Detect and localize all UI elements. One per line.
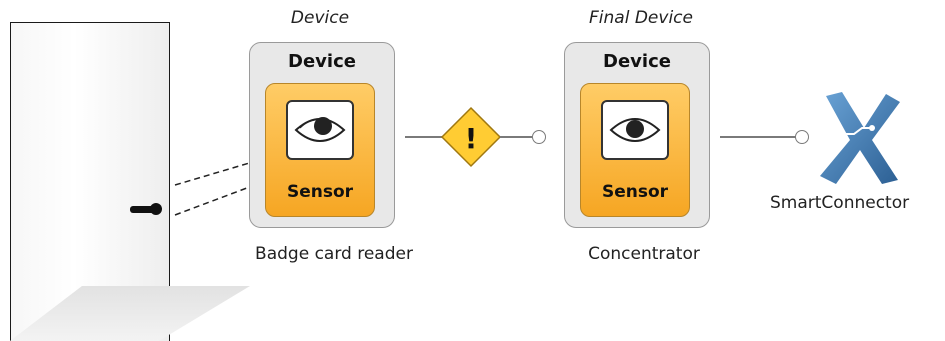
smartconnector-icon[interactable] xyxy=(812,88,907,188)
concentrator-device-card[interactable]: Device Sensor xyxy=(564,42,710,228)
door-knob xyxy=(150,203,162,215)
concentrator-role: Final Device xyxy=(589,8,693,28)
warning-icon[interactable]: ! xyxy=(440,106,502,168)
concentrator-sensor: Sensor xyxy=(580,83,690,217)
badge-reader-sensor-label: Sensor xyxy=(286,182,354,202)
link-line xyxy=(500,136,532,138)
badge-reader-device-title: Device xyxy=(288,51,356,72)
eye-icon xyxy=(601,100,669,160)
smartconnector-label: SmartConnector xyxy=(770,193,910,213)
door-handle xyxy=(130,206,156,213)
link-line xyxy=(405,136,445,138)
badge-reader-device-card[interactable]: Device Sensor xyxy=(249,42,395,228)
concentrator-device-title: Device xyxy=(603,51,671,72)
badge-reader-role: Device xyxy=(290,8,350,28)
smartconnector-port[interactable] xyxy=(795,130,809,144)
eye-icon xyxy=(286,100,354,160)
input-port[interactable] xyxy=(532,130,546,144)
concentrator-caption: Concentrator xyxy=(588,244,700,264)
badge-reader-caption: Badge card reader xyxy=(255,244,413,264)
concentrator-sensor-label: Sensor xyxy=(601,182,669,202)
badge-reader-sensor: Sensor xyxy=(265,83,375,217)
link-line xyxy=(720,136,796,138)
warning-glyph: ! xyxy=(465,122,478,155)
